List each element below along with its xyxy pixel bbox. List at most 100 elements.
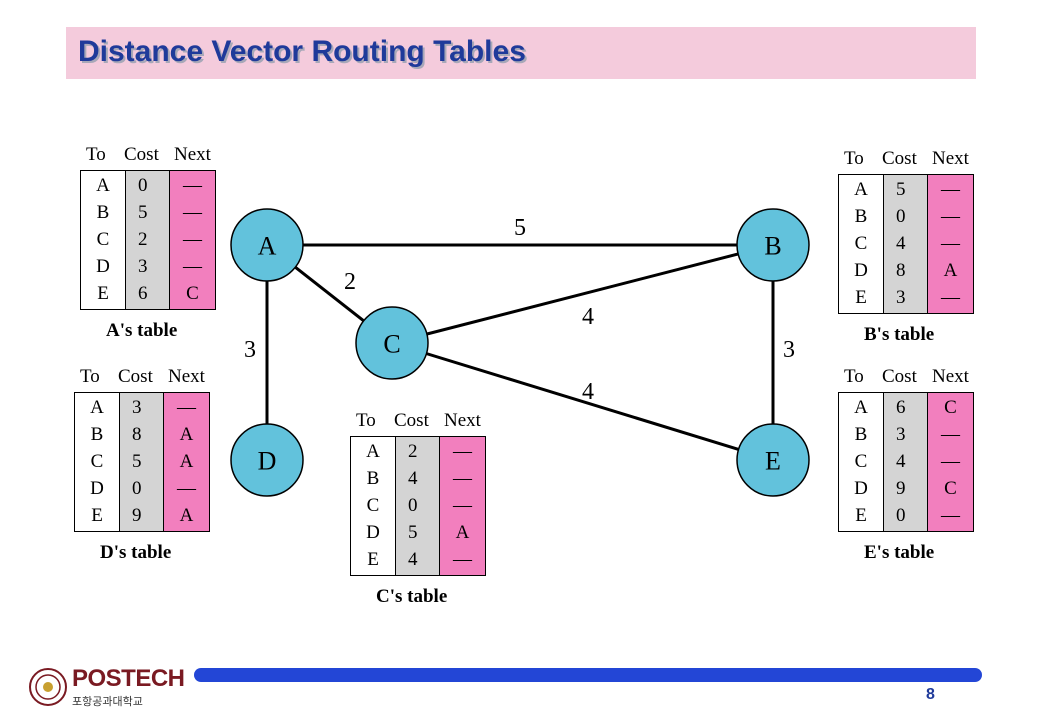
link-cost-label: 4 — [582, 379, 594, 405]
cell-cost: 5 — [408, 521, 418, 543]
cell-next-hop: — — [453, 468, 472, 490]
cell-cost: 0 — [896, 504, 906, 526]
table-caption: A's table — [106, 320, 178, 341]
cell-destination: E — [97, 282, 109, 304]
node-label: D — [258, 447, 277, 476]
cell-next-hop: — — [183, 202, 202, 224]
cell-next-hop: — — [177, 397, 196, 419]
node-a — [230, 208, 304, 282]
cell-cost: 3 — [896, 424, 906, 446]
cell-next-hop: A — [179, 450, 194, 472]
cell-next-hop: — — [453, 548, 472, 570]
header-cost: Cost — [124, 144, 159, 165]
header-next: Next — [174, 144, 211, 165]
column-next: C——C— — [928, 393, 973, 531]
header-next: Next — [932, 366, 969, 387]
cell-destination: C — [854, 450, 868, 472]
cell-cost: 2 — [408, 441, 418, 463]
cell-cost: 2 — [138, 228, 148, 250]
cell-cost: 3 — [132, 397, 142, 419]
cell-next-hop: A — [179, 424, 194, 446]
header-next: Next — [168, 366, 205, 387]
node-label: E — [765, 447, 781, 476]
footer-bar — [194, 668, 982, 682]
header-next: Next — [932, 148, 969, 169]
cell-destination: B — [854, 206, 868, 228]
cell-destination: C — [90, 450, 104, 472]
cell-next-hop: A — [455, 521, 470, 543]
cell-next-hop: C — [944, 477, 957, 499]
header-to: To — [86, 144, 106, 165]
cell-next-hop: — — [183, 255, 202, 277]
cell-next-hop: — — [941, 504, 960, 526]
header-cost: Cost — [882, 366, 917, 387]
header-to: To — [356, 410, 376, 431]
cell-destination: C — [854, 232, 868, 254]
cell-cost: 6 — [138, 282, 148, 304]
cell-destination: D — [90, 477, 104, 499]
cell-cost: 4 — [408, 548, 418, 570]
cell-next-hop: C — [186, 282, 199, 304]
cell-destination: E — [367, 548, 379, 570]
title-bar: Distance Vector Routing Tables — [66, 27, 976, 79]
link-cost-label: 4 — [582, 304, 594, 330]
cell-destination: B — [854, 424, 868, 446]
cell-destination: B — [96, 202, 110, 224]
cell-cost: 4 — [408, 468, 418, 490]
cell-next-hop: — — [941, 286, 960, 308]
cell-destination: B — [366, 468, 380, 490]
table-caption: D's table — [100, 542, 172, 563]
cell-cost: 8 — [896, 259, 906, 281]
cell-next-hop: A — [943, 259, 958, 281]
node-e — [736, 423, 810, 497]
cell-next-hop: — — [941, 232, 960, 254]
cell-destination: D — [854, 477, 868, 499]
cell-next-hop: — — [941, 206, 960, 228]
link-cost-label: 3 — [783, 337, 795, 363]
cell-destination: A — [96, 175, 110, 197]
cell-cost: 0 — [138, 175, 148, 197]
cell-destination: A — [854, 179, 868, 201]
postech-logo: POSTECH 포항공과대학교 — [28, 665, 185, 711]
cell-cost: 8 — [132, 424, 142, 446]
header-next: Next — [444, 410, 481, 431]
table-caption: B's table — [864, 324, 935, 345]
header-to: To — [844, 148, 864, 169]
cell-cost: 9 — [132, 504, 142, 526]
link-cost-label: 5 — [514, 215, 526, 241]
cell-next-hop: A — [179, 504, 194, 526]
cell-next-hop: — — [183, 175, 202, 197]
link-cost-label: 2 — [344, 269, 356, 295]
cell-cost: 0 — [896, 206, 906, 228]
cell-next-hop: — — [453, 494, 472, 516]
table-caption: E's table — [864, 542, 935, 563]
table-caption: C's table — [376, 586, 448, 607]
column-next: ———A— — [928, 175, 973, 313]
header-to: To — [80, 366, 100, 387]
link-c-b — [391, 243, 774, 345]
emblem-icon — [29, 668, 67, 706]
page-number: 8 — [926, 686, 935, 703]
cell-destination: C — [96, 228, 110, 250]
cell-cost: 0 — [408, 494, 418, 516]
cell-destination: E — [855, 504, 867, 526]
logo-subtitle: 포항공과대학교 — [72, 695, 143, 708]
header-to: To — [844, 366, 864, 387]
cell-next-hop: — — [177, 477, 196, 499]
node-d — [230, 423, 304, 497]
logo-text: POSTECH — [72, 665, 185, 692]
cell-destination: B — [90, 424, 104, 446]
link-c-e — [391, 341, 774, 462]
cell-cost: 5 — [138, 202, 148, 224]
